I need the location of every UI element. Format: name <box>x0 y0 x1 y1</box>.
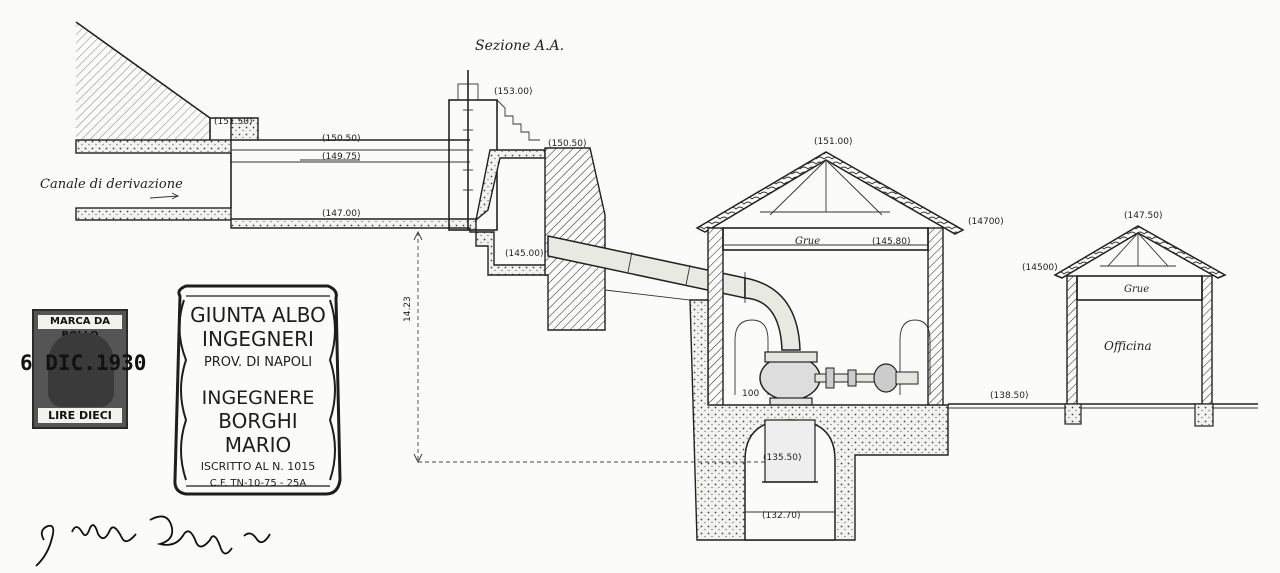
seal-line: GIUNTA ALBO <box>190 303 326 327</box>
handwritten-signature <box>35 515 271 567</box>
derivation-canal <box>75 117 477 233</box>
seal-line: C.F. TN-10-75 - 25A <box>210 478 307 489</box>
elevation-label: (138.50) <box>990 391 1029 401</box>
turbine-icon <box>759 355 821 401</box>
elevation-label: (151.50) <box>214 117 253 127</box>
elevation-label: (150.50) <box>322 134 361 144</box>
flow-arrow-icon <box>149 192 180 200</box>
hillside-embankment <box>75 21 211 140</box>
elevation-labels: (151.50) (153.00) (150.50) (149.75) (150… <box>214 87 1163 521</box>
elevation-label: (132.70) <box>762 511 801 521</box>
seal-line: ISCRITTO AL N. 1015 <box>201 460 316 473</box>
terrain-slope <box>604 289 701 309</box>
forebay-wall <box>544 147 606 331</box>
portrait-icon <box>48 333 114 407</box>
crane-label-main: Grue <box>795 236 820 247</box>
head-dimension-value: 14.23 <box>403 296 413 322</box>
elevation-label: (145.80) <box>872 237 911 247</box>
workshop-building <box>1053 225 1227 427</box>
elevation-label: (145.00) <box>505 249 544 259</box>
elevation-label: (149.75) <box>322 152 361 162</box>
engineer-seal-stamp: GIUNTA ALBO INGEGNERI PROV. DI NAPOLI IN… <box>173 284 342 496</box>
elevation-label: (151.00) <box>814 137 853 147</box>
revenue-stamp-bottom-text: LIRE DIECI <box>38 408 122 423</box>
cancellation-date: 6 DIC.1930 <box>20 351 147 375</box>
elevation-label: (135.50) <box>763 453 802 463</box>
workshop-label: Officina <box>1104 339 1152 353</box>
revenue-stamp: MARCA DA BOLLO 6 DIC.1930 LIRE DIECI <box>20 309 146 429</box>
seal-line: PROV. DI NAPOLI <box>204 355 312 370</box>
gate-tower <box>448 70 549 276</box>
generator-icon <box>873 363 899 393</box>
head-dimension: 14.23 <box>403 230 765 464</box>
powerhouse-foundation <box>689 299 949 541</box>
revenue-stamp-top-text: MARCA DA BOLLO <box>38 315 122 341</box>
canal-label: Canale di derivazione <box>40 177 183 192</box>
crane-label-workshop: Grue <box>1124 284 1149 295</box>
elevation-label: (14700) <box>968 217 1004 227</box>
elevation-label: (153.00) <box>494 87 533 97</box>
seal-line: INGEGNERE <box>202 387 315 409</box>
seal-line: BORGHI <box>218 409 297 433</box>
section-title: Sezione A.A. <box>475 38 564 54</box>
seal-line: INGEGNERI <box>202 327 314 351</box>
elevation-label: (147.00) <box>322 209 361 219</box>
elevation-label: (147.50) <box>1124 211 1163 221</box>
penstock-pipe <box>547 235 801 351</box>
dimension-100: 100 <box>742 389 759 399</box>
elevation-label: (150.50) <box>548 139 587 149</box>
seal-line: MARIO <box>225 433 291 457</box>
elevation-label: (14500) <box>1022 263 1058 273</box>
